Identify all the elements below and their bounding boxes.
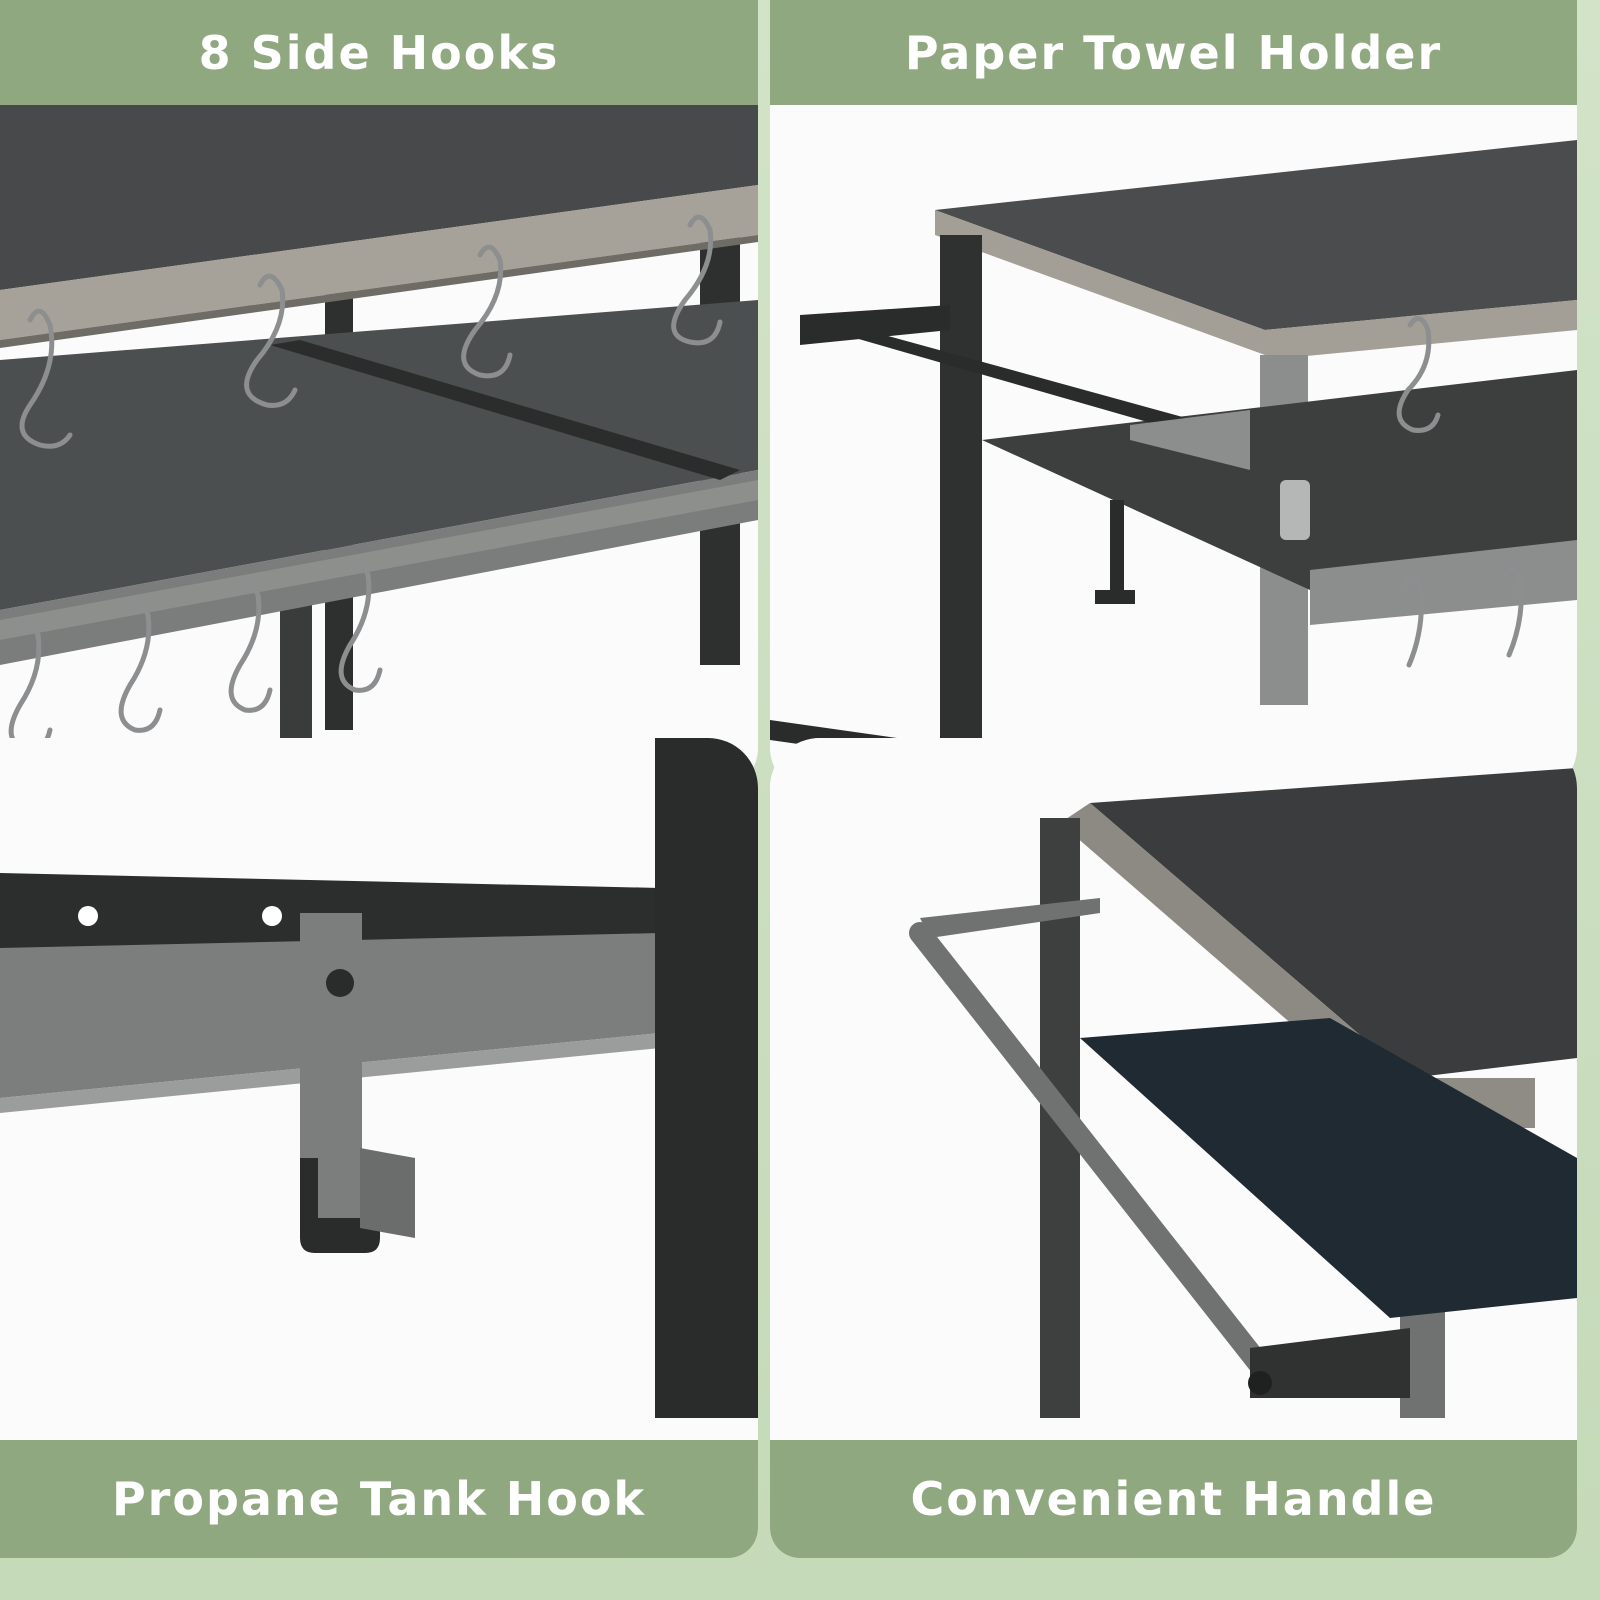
propane-tank-hook-label: Propane Tank Hook <box>111 1472 647 1526</box>
convenient-handle-label: Convenient Handle <box>910 1472 1437 1526</box>
panel-propane-tank-hook: Propane Tank Hook <box>0 738 758 1558</box>
side-hooks-photo <box>0 0 758 795</box>
panel-convenient-handle: Convenient Handle <box>770 738 1577 1558</box>
convenient-handle-banner: Convenient Handle <box>770 1440 1577 1558</box>
side-hooks-label: 8 Side Hooks <box>198 25 560 80</box>
panel-paper-towel-holder: Paper Towel Holder <box>770 0 1577 795</box>
panel-side-hooks: 8 Side Hooks <box>0 0 758 795</box>
paper-towel-holder-photo <box>770 0 1577 795</box>
propane-tank-hook-photo <box>0 738 758 1558</box>
propane-tank-hook-banner: Propane Tank Hook <box>0 1440 758 1558</box>
paper-towel-holder-label: Paper Towel Holder <box>904 25 1443 80</box>
paper-towel-holder-banner: Paper Towel Holder <box>770 0 1577 105</box>
side-hooks-banner: 8 Side Hooks <box>0 0 758 105</box>
convenient-handle-photo <box>770 738 1577 1558</box>
